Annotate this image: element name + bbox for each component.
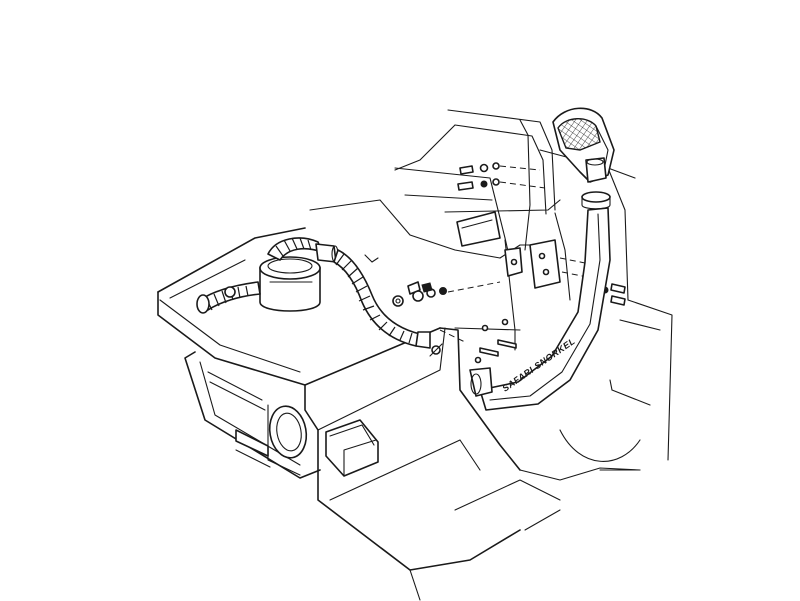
fender-fittings [429, 318, 517, 364]
hardware-cluster-left [392, 281, 501, 307]
indicator-lamp [325, 419, 379, 477]
cowl-panel [309, 167, 546, 351]
snorkel-head [552, 107, 615, 183]
intake-hose-snorkel [333, 249, 431, 349]
intake-hose-left [196, 281, 261, 314]
hose-clamp [581, 191, 611, 210]
bonnet-and-fender [157, 227, 641, 601]
air-cleaner [259, 256, 321, 312]
hardware-cluster-upper [457, 162, 546, 191]
windscreen-frame [394, 109, 673, 461]
mounting-bracket [529, 239, 593, 289]
